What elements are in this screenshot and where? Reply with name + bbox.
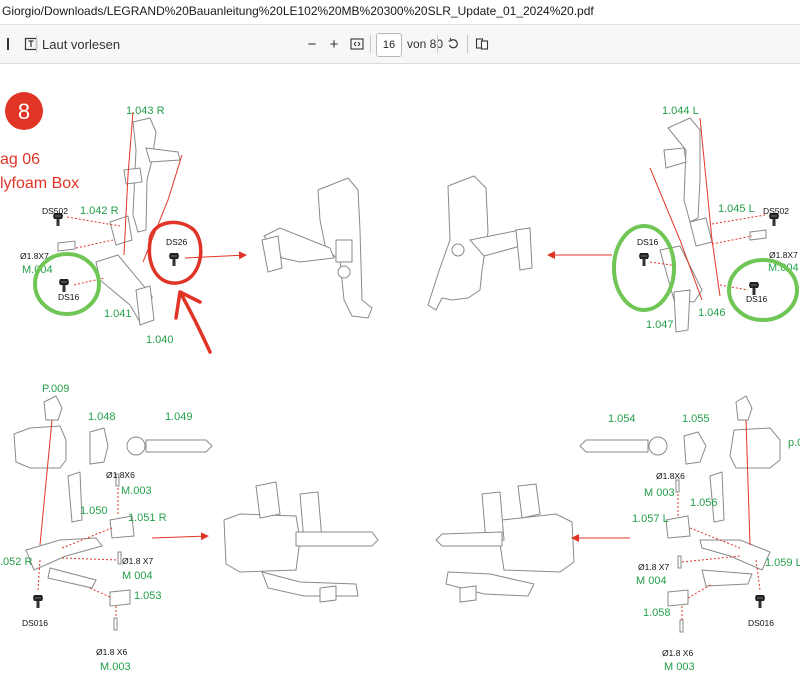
hardware-label: Ø1.8X6 — [106, 470, 135, 480]
part-label: 1.054 — [608, 413, 636, 425]
hardware-label: M 003 — [644, 487, 675, 499]
green-highlight-circle — [727, 258, 799, 322]
part-label: .052 R — [0, 556, 32, 568]
green-highlight-circle — [33, 252, 101, 316]
rotate-icon[interactable] — [445, 34, 461, 54]
screw-ds016-icon — [754, 594, 766, 609]
read-aloud-button[interactable]: Laut vorlesen — [42, 36, 121, 52]
toolbar-separator — [437, 35, 438, 53]
hardware-label: DS016 — [22, 618, 48, 628]
screw-ds016-icon — [32, 594, 44, 609]
part-label: 1.049 — [165, 411, 193, 423]
part-label: 1.051 R — [128, 512, 167, 524]
sidebar-toggle-icon[interactable] — [4, 34, 18, 54]
part-label: 1.059 L — [765, 557, 800, 569]
hardware-label: Ø1.8X7 — [20, 251, 49, 261]
page-number-input[interactable]: 16 — [376, 33, 402, 57]
hardware-label: DS502 — [763, 206, 789, 216]
hardware-label: DS16 — [58, 292, 80, 302]
part-label: 1.042 R — [80, 205, 119, 217]
hardware-label: Ø1.8 X6 — [662, 648, 693, 658]
hardware-label: Ø1.8 X7 — [122, 556, 153, 566]
part-label: 1.050 — [80, 505, 108, 517]
hardware-label: Ø1.8X7 — [769, 250, 798, 260]
page-total-label: von 80 — [407, 37, 444, 51]
part-label: 1.047 — [646, 319, 674, 331]
part-label: 1.040 — [146, 334, 174, 346]
assembly-diagram: 8 ag 06 lyfoam Box 1.043 R 1.042 R DS502… — [0, 92, 800, 673]
two-page-view-icon[interactable] — [474, 34, 490, 54]
zoom-in-button[interactable]: + — [329, 35, 339, 53]
fit-page-icon[interactable] — [349, 34, 365, 54]
page-view-icon[interactable] — [22, 34, 40, 54]
top-right-exploded-parts — [659, 117, 767, 333]
box-label: lyfoam Box — [0, 175, 79, 192]
red-annotation-arrow — [174, 290, 212, 354]
hardware-label: DS502 — [42, 206, 68, 216]
part-label: 1.058 — [643, 607, 671, 619]
hardware-label: M.003 — [121, 485, 152, 497]
assembled-upright-left — [427, 175, 533, 311]
part-label: p.0 — [788, 437, 800, 449]
hardware-label: DS26 — [166, 237, 188, 247]
part-label: 1.045 L — [718, 203, 755, 215]
assembled-rear-upright-left — [435, 483, 575, 603]
part-label: 1.044 L — [662, 105, 699, 117]
zoom-out-button[interactable]: − — [307, 35, 317, 53]
screw-ds26-icon — [168, 252, 180, 267]
hardware-label: DS16 — [637, 237, 659, 247]
step-number: 8 — [18, 99, 30, 124]
hardware-label: DS16 — [746, 294, 768, 304]
assembled-upright-right — [261, 177, 373, 319]
hardware-label: DS016 — [748, 618, 774, 628]
hardware-label: Ø1.8X6 — [656, 471, 685, 481]
toolbar-separator — [36, 35, 37, 53]
part-label: 1.053 — [134, 590, 162, 602]
green-highlight-circle — [612, 224, 676, 312]
part-label: P.009 — [42, 383, 69, 395]
part-label: 1.048 — [88, 411, 116, 423]
toolbar-separator — [370, 35, 371, 53]
top-left-exploded-parts — [57, 117, 181, 326]
bag-label: ag 06 — [0, 151, 40, 168]
pdf-page: 8 ag 06 lyfoam Box 1.043 R 1.042 R DS502… — [0, 64, 800, 700]
hardware-label: M 004 — [636, 575, 667, 587]
hardware-label: M 003 — [664, 661, 695, 673]
address-url[interactable]: Giorgio/Downloads/LEGRAND%20Bauanleitung… — [2, 4, 594, 18]
bottom-right-exploded-parts — [579, 395, 781, 633]
hardware-label: Ø1.8 X7 — [638, 562, 669, 572]
screw-ds16-icon — [638, 252, 650, 267]
assembled-rear-upright-right — [223, 481, 379, 603]
bottom-left-exploded-parts — [13, 395, 213, 631]
hardware-label: Ø1.8 X6 — [96, 647, 127, 657]
part-label: 1.057 L — [632, 513, 669, 525]
screw-ds16-icon — [58, 278, 70, 293]
part-label: 1.046 — [698, 307, 726, 319]
hardware-label: M.003 — [100, 661, 131, 673]
part-label: 1.056 — [690, 497, 718, 509]
hardware-label: M 004 — [122, 570, 153, 582]
pdf-toolbar: Laut vorlesen − + von 80 — [0, 25, 800, 64]
part-label: 1.055 — [682, 413, 710, 425]
red-highlight-circle — [147, 220, 203, 285]
address-bar[interactable]: Giorgio/Downloads/LEGRAND%20Bauanleitung… — [0, 0, 800, 25]
part-label: 1.043 R — [126, 105, 165, 117]
part-label: 1.041 — [104, 308, 132, 320]
step-badge — [5, 92, 43, 130]
toolbar-separator — [467, 35, 468, 53]
